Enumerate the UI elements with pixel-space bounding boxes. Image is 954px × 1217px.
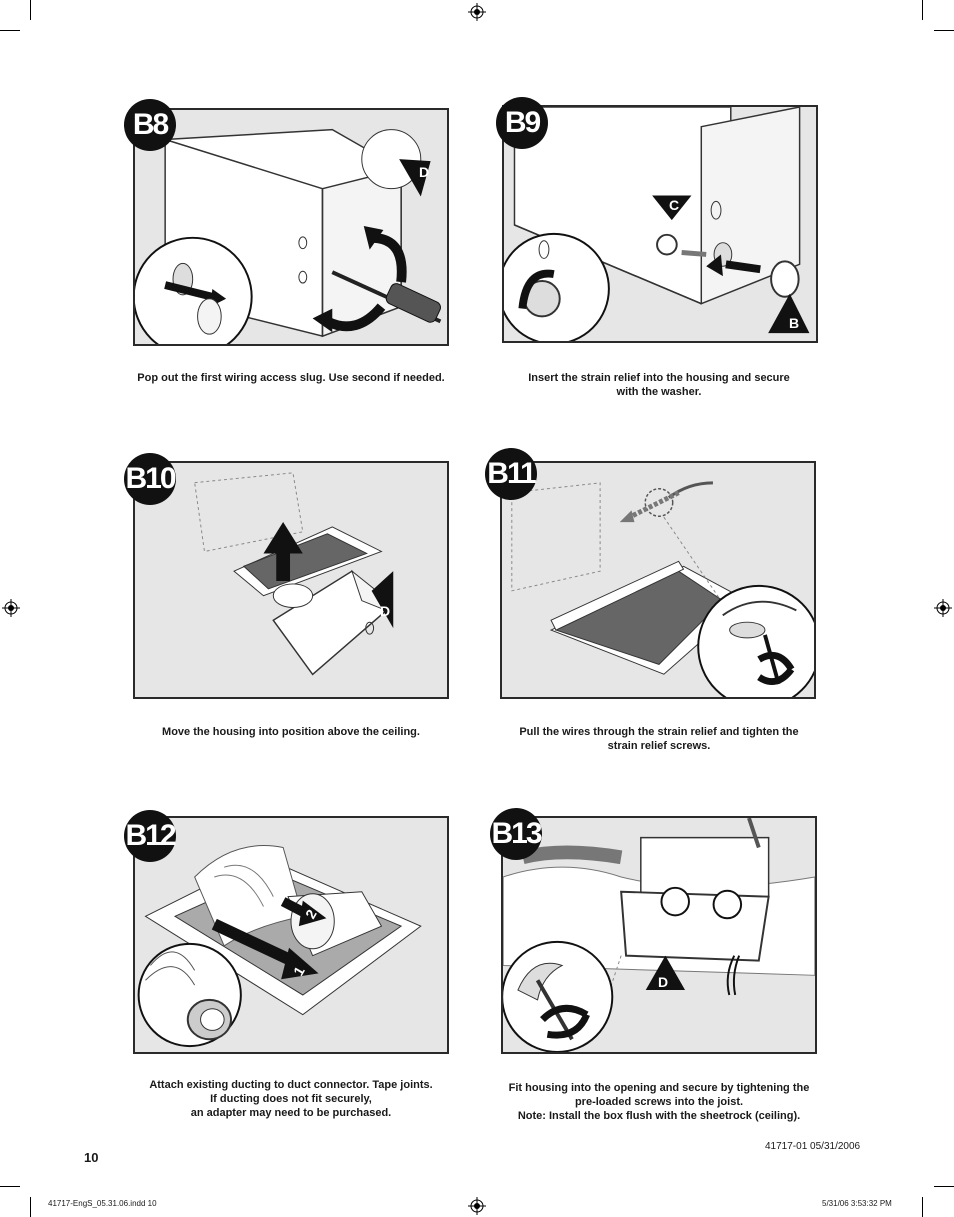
step-b13-marker: D — [658, 974, 669, 990]
step-b12-badge: B12 — [124, 810, 177, 862]
registration-mark-icon — [468, 3, 486, 21]
caption-line: an adapter may need to be purchased. — [190, 1107, 392, 1119]
step-b12-illustration: 2 1 — [133, 816, 449, 1054]
housing-position-illustration-icon — [135, 463, 447, 697]
crop-mark — [0, 30, 20, 31]
step-b9-caption: Insert the strain relief into the housin… — [494, 371, 824, 399]
step-b10-caption: Move the housing into position above the… — [126, 725, 456, 739]
slug-timestamp: 5/31/06 3:53:32 PM — [822, 1199, 892, 1208]
step-b11-badge: B11 — [485, 448, 537, 500]
caption-line: Move the housing into position above the… — [162, 726, 420, 738]
step-b13-badge: B13 — [490, 808, 543, 860]
step-b8-caption: Pop out the first wiring access slug. Us… — [126, 371, 456, 385]
wire-pull-illustration-icon — [502, 463, 814, 697]
step-b9-badge: B9 — [496, 97, 548, 149]
registration-mark-icon — [468, 1197, 486, 1215]
step-b8-marker: D — [419, 164, 430, 180]
crop-mark — [922, 0, 923, 20]
slug-file-name: 41717-EngS_05.31.06.indd 10 — [48, 1199, 157, 1208]
registration-mark-icon — [934, 599, 952, 617]
step-b13-illustration: D — [501, 816, 817, 1054]
step-b8-illustration: D — [133, 108, 449, 346]
caption-line: pre-loaded screws into the joist. — [574, 1096, 744, 1108]
document-id: 41717-01 05/31/2006 — [765, 1141, 861, 1152]
duct-connection-illustration-icon — [135, 818, 447, 1052]
step-b9-marker-b: B — [789, 315, 800, 331]
step-b10-badge: B10 — [124, 453, 177, 505]
step-b9-illustration: C B — [502, 105, 818, 343]
strain-relief-illustration-icon — [504, 107, 816, 341]
caption-line: Note: Install the box flush with the she… — [517, 1110, 801, 1122]
caption-line: Pull the wires through the strain relief… — [519, 726, 799, 738]
caption-line: Attach existing ducting to duct connecto… — [149, 1079, 433, 1091]
crop-mark — [30, 1197, 31, 1217]
step-b9-marker-c: C — [669, 197, 680, 213]
crop-mark — [934, 1186, 954, 1187]
caption-line: strain relief screws. — [607, 740, 711, 752]
crop-mark — [934, 30, 954, 31]
crop-mark — [0, 1186, 20, 1187]
caption-line: Insert the strain relief into the housin… — [528, 372, 790, 384]
step-b11-caption: Pull the wires through the strain relief… — [494, 725, 824, 753]
crop-mark — [30, 0, 31, 20]
crop-mark — [922, 1197, 923, 1217]
step-b11-illustration — [500, 461, 816, 699]
caption-line: Pop out the first wiring access slug. Us… — [137, 372, 445, 384]
page-number: 10 — [84, 1150, 99, 1165]
step-b10-illustration: D — [133, 461, 449, 699]
housing-slug-illustration-icon — [135, 110, 447, 344]
step-b8-badge: B8 — [124, 99, 176, 151]
caption-line: Fit housing into the opening and secure … — [508, 1082, 810, 1094]
caption-line: If ducting does not fit securely, — [210, 1093, 372, 1105]
caption-line: with the washer. — [616, 386, 702, 398]
step-b10-marker: D — [380, 603, 391, 619]
registration-mark-icon — [2, 599, 20, 617]
joist-mount-illustration-icon — [503, 818, 815, 1052]
step-b13-caption: Fit housing into the opening and secure … — [494, 1081, 824, 1123]
step-b12-caption: Attach existing ducting to duct connecto… — [126, 1078, 456, 1120]
